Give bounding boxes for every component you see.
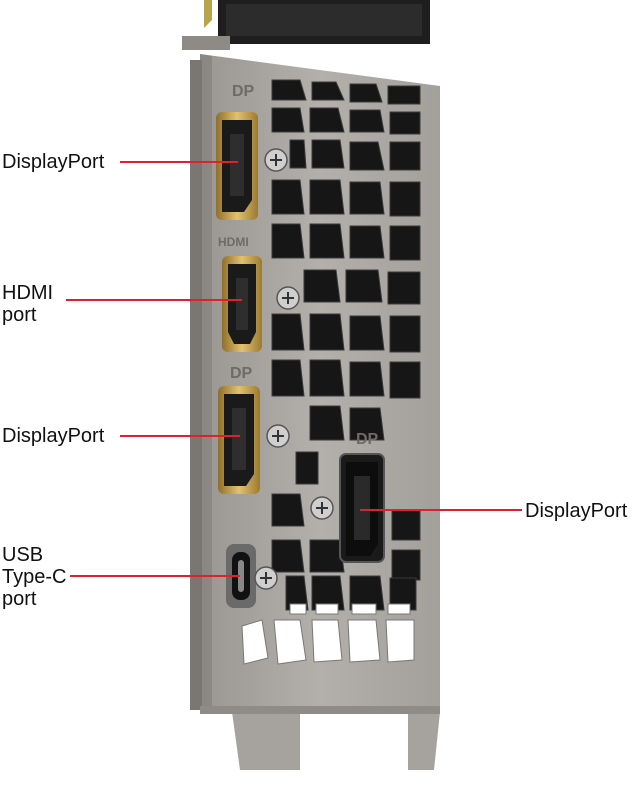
displayport-top-connector: [216, 112, 258, 220]
hdmi-connector: [222, 256, 262, 352]
label-displayport-middle: DisplayPort: [2, 425, 105, 447]
marking-dp-top: DP: [232, 83, 255, 100]
screw-4: [310, 496, 334, 520]
screw-1: [264, 148, 288, 172]
card-shroud: [182, 0, 430, 50]
displayport-right-connector: [339, 453, 385, 563]
vent-grid: [271, 79, 421, 611]
label-usb-type-c-port: USB Type-C port: [2, 544, 67, 610]
screw-3: [266, 424, 290, 448]
displayport-middle-connector: [218, 386, 260, 494]
marking-dp-right: DP: [356, 431, 379, 448]
lower-vents: [241, 603, 415, 665]
bracket-markings: DP HDMI DP DP: [218, 83, 379, 448]
screw-2: [276, 286, 300, 310]
screw-5: [254, 566, 278, 590]
label-hdmi-port: HDMI port: [2, 282, 54, 326]
marking-dp-middle: DP: [230, 365, 253, 382]
marking-hdmi: HDMI: [218, 235, 249, 249]
label-displayport-top: DisplayPort: [2, 151, 105, 173]
usb-type-c-connector: [226, 544, 256, 608]
screws: [254, 148, 334, 590]
label-displayport-right: DisplayPort: [525, 500, 628, 522]
